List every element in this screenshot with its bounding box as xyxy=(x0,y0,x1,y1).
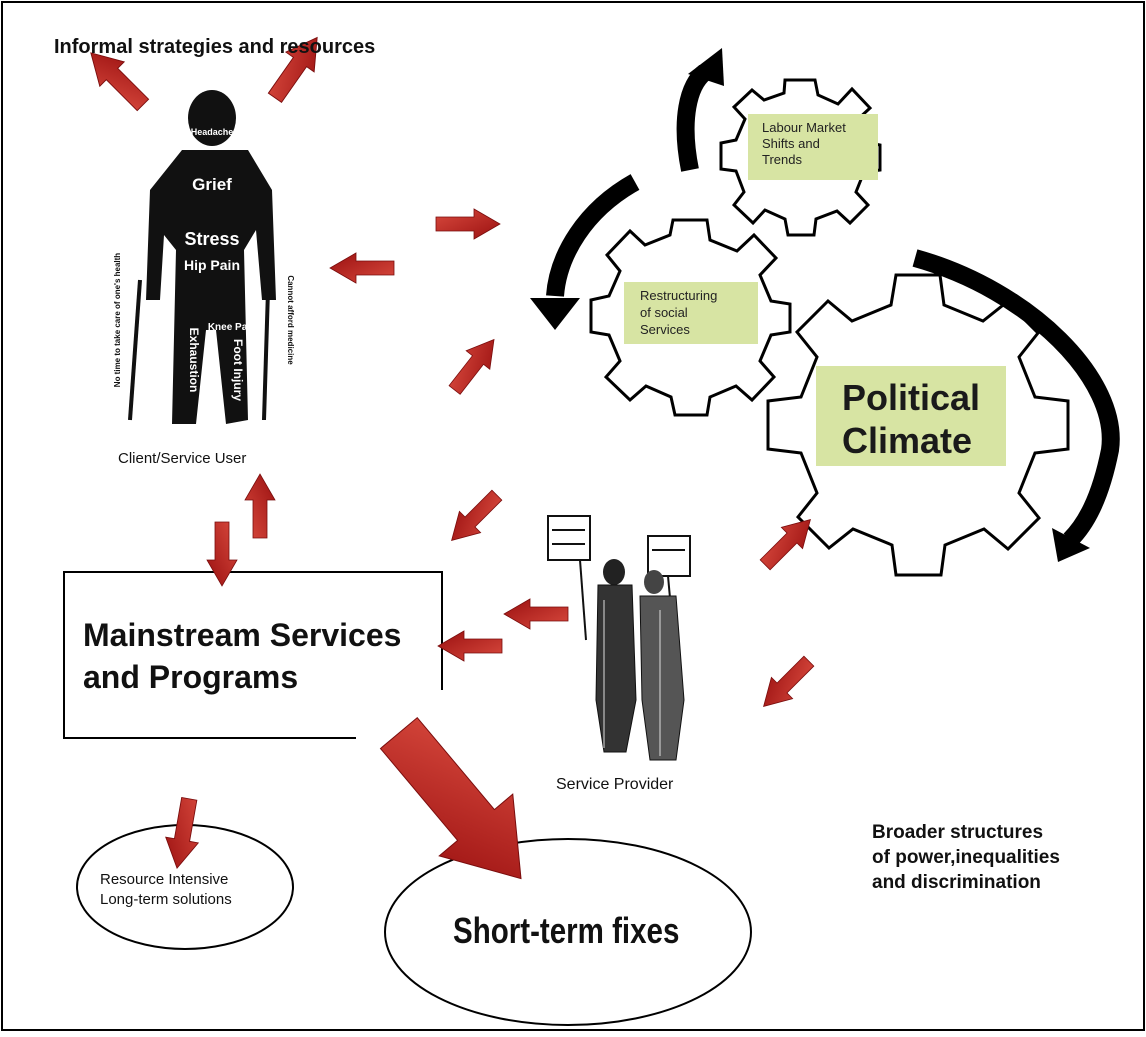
broader-structures-label: Broader structures of power,inequalities… xyxy=(872,822,1060,893)
short-term-fixes-label: Short-term fixes xyxy=(453,910,680,951)
body-word-foot-injury: Foot Injury xyxy=(231,339,245,401)
body-word-exhaustion: Exhaustion xyxy=(187,328,201,393)
political-climate-label: Political Climate xyxy=(816,366,1006,466)
arrow-up-to-gears xyxy=(442,329,507,400)
informal-strategies-label: Informal strategies and resources xyxy=(54,36,376,58)
long-term-solutions-label: Resource Intensive Long-term solutions xyxy=(100,871,232,908)
short-term-ellipse xyxy=(384,838,752,1026)
labour-market-label: Labour Market Shifts and Trends xyxy=(748,114,878,180)
body-word-knee-pain: Knee Pain xyxy=(208,322,256,333)
client-figure: Headache Grief Stress Hip Pain Knee Pain… xyxy=(113,90,295,424)
client-service-user-label: Client/Service User xyxy=(118,450,247,467)
arrow-client-down xyxy=(206,521,238,587)
restructuring-label: Restructuring of social Services xyxy=(624,282,758,344)
service-provider-label: Service Provider xyxy=(556,776,674,793)
body-word-headache: Headache xyxy=(191,127,234,137)
mainstream-box-outline xyxy=(63,571,443,739)
body-word-stress: Stress xyxy=(184,229,239,249)
arrow-gears-to-mainstream xyxy=(440,484,508,552)
service-provider-figure xyxy=(547,515,691,761)
body-word-grief: Grief xyxy=(192,175,232,194)
arrow-political-to-provider xyxy=(752,650,820,718)
arrow-provider-to-mainstream-b xyxy=(437,630,503,662)
mainstream-services-label: Mainstream Services and Programs xyxy=(83,617,402,695)
arrow-client-to-gears xyxy=(435,208,501,240)
body-word-hip-pain: Hip Pain xyxy=(184,257,240,273)
body-word-cannot-afford: Cannot afford medicine xyxy=(286,275,295,365)
arrow-provider-to-mainstream-a xyxy=(503,598,569,630)
gear-cycle-arrows xyxy=(530,48,1120,562)
body-word-no-time-health: No time to take care of one's health xyxy=(113,253,122,387)
arrow-gears-to-client xyxy=(329,252,395,284)
arrow-mainstream-up xyxy=(244,473,276,539)
